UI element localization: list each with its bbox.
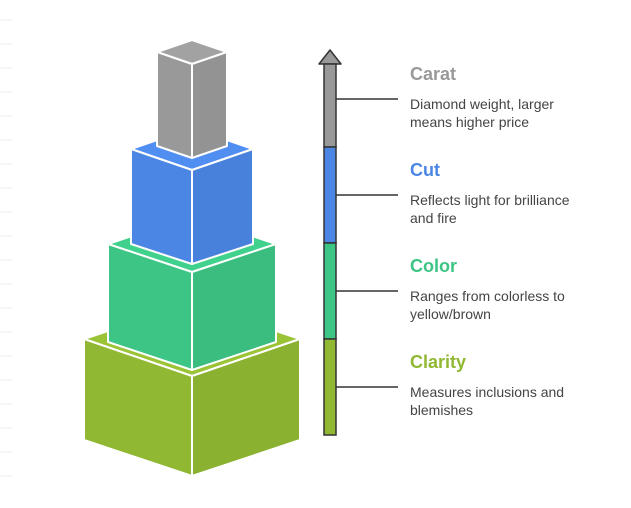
- tier-description-line: Ranges from colorless to: [410, 288, 565, 304]
- tier-description-line: and fire: [410, 210, 457, 226]
- left-edge-ticks: [0, 19, 12, 477]
- cut-cube: [130, 127, 254, 265]
- scale-segment-carat: [323, 63, 337, 148]
- tier-title-carat: Carat: [410, 64, 457, 84]
- tier-description-cut: Reflects light for brilliance and fire: [410, 191, 625, 227]
- scale-segment-clarity: [323, 338, 337, 436]
- color-cube-right-face: [191, 243, 277, 371]
- tier-label-cut: Cut Reflects light for brilliance and fi…: [410, 159, 625, 227]
- tier-description-line: means higher price: [410, 114, 530, 130]
- tier-label-clarity: Clarity Measures inclusions and blemishe…: [410, 351, 625, 419]
- tier-title-clarity: Clarity: [410, 352, 467, 372]
- tier-description-line: Diamond weight, larger: [410, 96, 554, 112]
- connector-lines: [336, 98, 398, 388]
- tier-description-line: yellow/brown: [410, 306, 491, 322]
- tier-description-carat: Diamond weight, larger means higher pric…: [410, 95, 625, 131]
- carat-pillar-left-face: [156, 51, 193, 159]
- carat-pillar: [156, 39, 228, 159]
- tier-description-line: blemishes: [410, 402, 474, 418]
- cut-cube-right-face: [191, 148, 254, 265]
- tier-description-color: Ranges from colorless to yellow/brown: [410, 287, 625, 323]
- tier-description-clarity: Measures inclusions and blemishes: [410, 383, 625, 419]
- tier-description-line: Measures inclusions and: [410, 384, 565, 400]
- tier-description-line: Reflects light for brilliance: [410, 192, 570, 208]
- tier-label-color: Color Ranges from colorless to yellow/br…: [410, 255, 625, 323]
- carat-pillar-right-face: [191, 51, 228, 159]
- scale-segment-color: [323, 242, 337, 340]
- pyramid: [83, 39, 301, 477]
- tier-label-carat: Carat Diamond weight, larger means highe…: [410, 63, 625, 131]
- scale-segment-cut: [323, 146, 337, 244]
- scale-arrow-head: [318, 49, 342, 65]
- cut-cube-left-face: [130, 148, 193, 265]
- tier-title-cut: Cut: [410, 160, 440, 180]
- tier-title-color: Color: [410, 256, 457, 276]
- scale-bar: [318, 49, 342, 436]
- clarity-cube-right-face: [191, 338, 301, 477]
